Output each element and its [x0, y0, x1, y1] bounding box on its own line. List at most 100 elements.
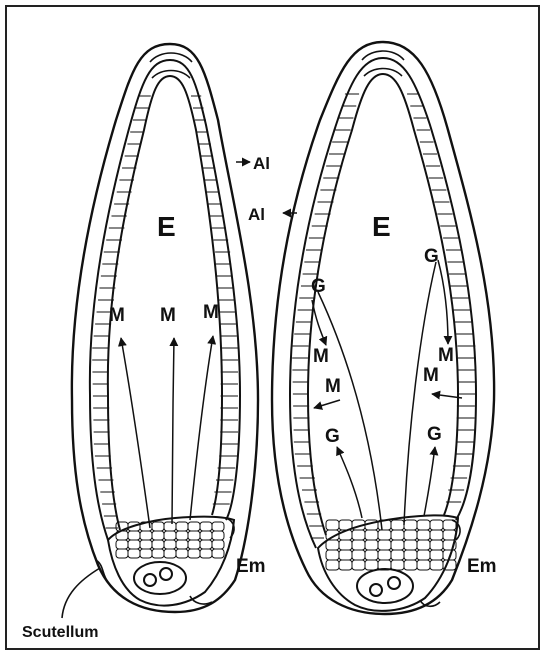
left-embryo-label: Em: [236, 556, 266, 577]
right-gibberellin-label-2: G: [424, 246, 439, 267]
left-messenger-label-2: M: [160, 305, 176, 326]
scutellum-cell: [391, 550, 404, 560]
scutellum-cell: [176, 540, 188, 549]
scutellum-cell: [164, 522, 176, 531]
scutellum-cell: [326, 560, 339, 570]
scutellum-cell: [116, 540, 128, 549]
scutellum-cell: [116, 549, 128, 558]
scutellum-cell: [128, 540, 140, 549]
scutellum-cell: [140, 549, 152, 558]
scutellum-cell: [391, 560, 404, 570]
scutellum-cell: [391, 520, 404, 530]
left-messenger-arrows: [121, 336, 213, 528]
right-grain: [272, 42, 494, 614]
scutellum-label: Scutellum: [22, 624, 98, 641]
scutellum-cell: [164, 531, 176, 540]
scutellum-cell: [200, 522, 212, 531]
right-messenger-label-3: M: [438, 345, 454, 366]
scutellum-cell: [365, 530, 378, 540]
right-gibberellin-label-3: G: [325, 426, 340, 447]
scutellum-cell: [152, 522, 164, 531]
right-embryo-axis: [357, 569, 413, 603]
scutellum-cell: [164, 549, 176, 558]
scutellum-cell: [404, 530, 417, 540]
scutellum-cell: [188, 522, 200, 531]
scutellum-cell: [128, 531, 140, 540]
scutellum-cell: [188, 531, 200, 540]
scutellum-cell: [404, 550, 417, 560]
scutellum-cell: [176, 522, 188, 531]
scutellum-cell: [200, 549, 212, 558]
scutellum-cell: [164, 540, 176, 549]
scutellum-cell: [404, 560, 417, 570]
right-messenger-label-1: M: [313, 346, 329, 367]
scutellum-cell: [200, 531, 212, 540]
scutellum-cell: [365, 550, 378, 560]
scutellum-cell: [417, 540, 430, 550]
left-messenger-label-3: M: [203, 302, 219, 323]
scutellum-cell: [378, 530, 391, 540]
right-messenger-label-4: M: [423, 365, 439, 386]
right-embryo-label: Em: [467, 556, 497, 577]
scutellum-cell: [352, 560, 365, 570]
scutellum-cell: [212, 549, 224, 558]
left-grain: [72, 44, 258, 612]
right-embryo-cells: [326, 520, 456, 570]
scutellum-cell: [417, 530, 430, 540]
right-gibberellin-label-4: G: [427, 424, 442, 445]
scutellum-cell: [339, 540, 352, 550]
scutellum-cell: [176, 531, 188, 540]
scutellum-cell: [378, 540, 391, 550]
left-messenger-label-1: M: [109, 305, 125, 326]
scutellum-cell: [391, 530, 404, 540]
scutellum-cell: [176, 549, 188, 558]
scutellum-cell: [188, 549, 200, 558]
aleurone-label-right: Al: [248, 205, 265, 224]
left-seed-coat: [72, 44, 258, 612]
scutellum-cell: [430, 520, 443, 530]
scutellum-cell: [326, 520, 339, 530]
scutellum-cell: [352, 540, 365, 550]
right-seed-coat: [272, 42, 494, 614]
scutellum-cell: [417, 550, 430, 560]
scutellum-pointer: [62, 568, 100, 618]
scutellum-cell: [430, 550, 443, 560]
scutellum-cell: [200, 540, 212, 549]
scutellum-cell: [339, 560, 352, 570]
scutellum-cell: [443, 530, 456, 540]
scutellum-cell: [140, 540, 152, 549]
scutellum-cell: [212, 540, 224, 549]
scutellum-cell: [212, 522, 224, 531]
figure-frame: [6, 6, 539, 649]
scutellum-cell: [352, 550, 365, 560]
scutellum-cell: [430, 530, 443, 540]
scutellum-cell: [152, 549, 164, 558]
scutellum-cell: [417, 560, 430, 570]
scutellum-cell: [152, 540, 164, 549]
scutellum-cell: [212, 531, 224, 540]
right-endosperm-label: E: [372, 211, 391, 242]
scutellum-cell: [378, 550, 391, 560]
right-messenger-label-2: M: [325, 376, 341, 397]
scutellum-cell: [404, 520, 417, 530]
scutellum-cell: [391, 540, 404, 550]
scutellum-cell: [430, 560, 443, 570]
scutellum-cell: [365, 560, 378, 570]
right-gibberellin-label-1: G: [311, 276, 326, 297]
scutellum-cell: [339, 550, 352, 560]
left-endosperm-label: E: [157, 211, 176, 242]
scutellum-cell: [140, 531, 152, 540]
scutellum-cell: [365, 540, 378, 550]
left-embryo-axis: [134, 562, 186, 594]
scutellum-cell: [417, 520, 430, 530]
aleurone-label-left: Al: [253, 154, 270, 173]
scutellum-cell: [430, 540, 443, 550]
scutellum-cell: [152, 531, 164, 540]
scutellum-cell: [326, 540, 339, 550]
scutellum-cell: [404, 540, 417, 550]
scutellum-cell: [128, 549, 140, 558]
scutellum-cell: [352, 530, 365, 540]
scutellum-cell: [188, 540, 200, 549]
